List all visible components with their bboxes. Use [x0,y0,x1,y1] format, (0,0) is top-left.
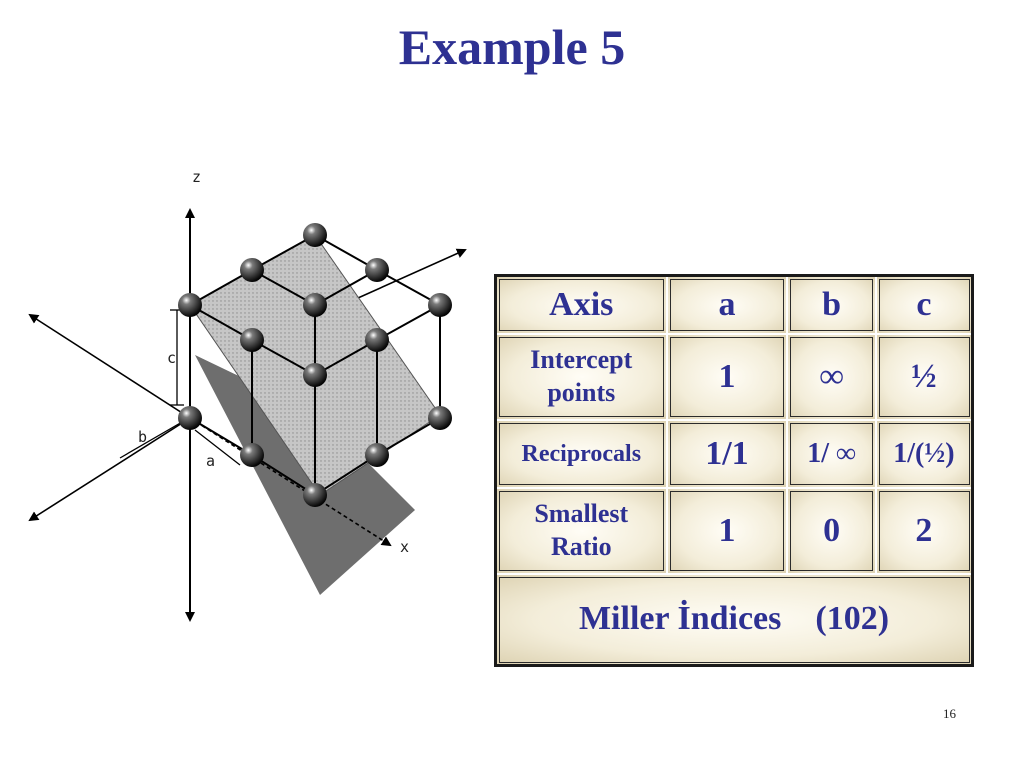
row-label-line2: Ratio [550,531,612,561]
miller-indices-value: (102) [815,600,890,638]
table-row: Reciprocals 1/1 1/ ∞ 1/(½) [494,418,974,489]
lattice-atoms [178,223,452,507]
atom [303,223,327,247]
a-axis-label: a [206,452,215,470]
lattice-svg: z x c b a [28,168,467,622]
miller-indices-cell: Miller İndices (102) [494,572,974,667]
header-axis: Axis [494,274,668,335]
table-row: Smallest Ratio 1 0 2 [494,486,974,575]
miller-indices-label: Miller İndices [578,600,782,638]
atom [303,293,327,317]
header-a: a [665,274,789,335]
table-row: Intercept points 1 ∞ ½ [494,332,974,421]
atom [178,406,202,430]
cell-intercept-c: ½ [874,332,974,421]
x-axis [189,417,392,547]
b-axis [28,313,191,419]
miller-indices-row: Miller İndices (102) [494,572,974,667]
b-axis-label: b [138,428,147,446]
atom [240,443,264,467]
row-label-smallest-ratio: Smallest Ratio [494,486,668,575]
cell-ratio-c: 2 [874,486,974,575]
cell-reciprocal-b: 1/ ∞ [786,418,877,489]
atom [240,328,264,352]
atom [178,293,202,317]
cell-ratio-b: 0 [786,486,877,575]
slide-title: Example 5 [398,19,626,75]
cell-intercept-a: 1 [665,332,789,421]
row-label-line2: points [547,377,616,407]
atom [428,293,452,317]
cell-intercept-b: ∞ [786,332,877,421]
atom [303,363,327,387]
crystal-lattice-diagram: z x c b a [20,160,490,630]
cell-reciprocal-c: 1/(½) [874,418,974,489]
cell-reciprocal-a: 1/1 [665,418,789,489]
miller-indices-table: Axis a b c Intercept points 1 ∞ ½ Recipr… [494,274,974,667]
atom [365,328,389,352]
c-axis-label: c [167,349,176,367]
header-c: c [874,274,974,335]
atom [365,258,389,282]
header-b: b [786,274,877,335]
x-axis-label: x [400,538,409,556]
row-label-reciprocals: Reciprocals [494,418,668,489]
table-header-row: Axis a b c [494,274,974,335]
row-label-line1: Intercept [530,345,633,374]
dimension-markers [119,309,241,466]
z-axis-label: z [192,168,201,186]
atom [365,443,389,467]
atom [303,483,327,507]
plane-shadow [195,355,415,595]
atom [428,406,452,430]
row-label-intercept: Intercept points [494,332,668,421]
row-label-line1: Smallest [534,499,629,528]
cell-ratio-a: 1 [665,486,789,575]
atom [240,258,264,282]
page-number: 16 [943,706,956,721]
a-axis [28,417,191,522]
